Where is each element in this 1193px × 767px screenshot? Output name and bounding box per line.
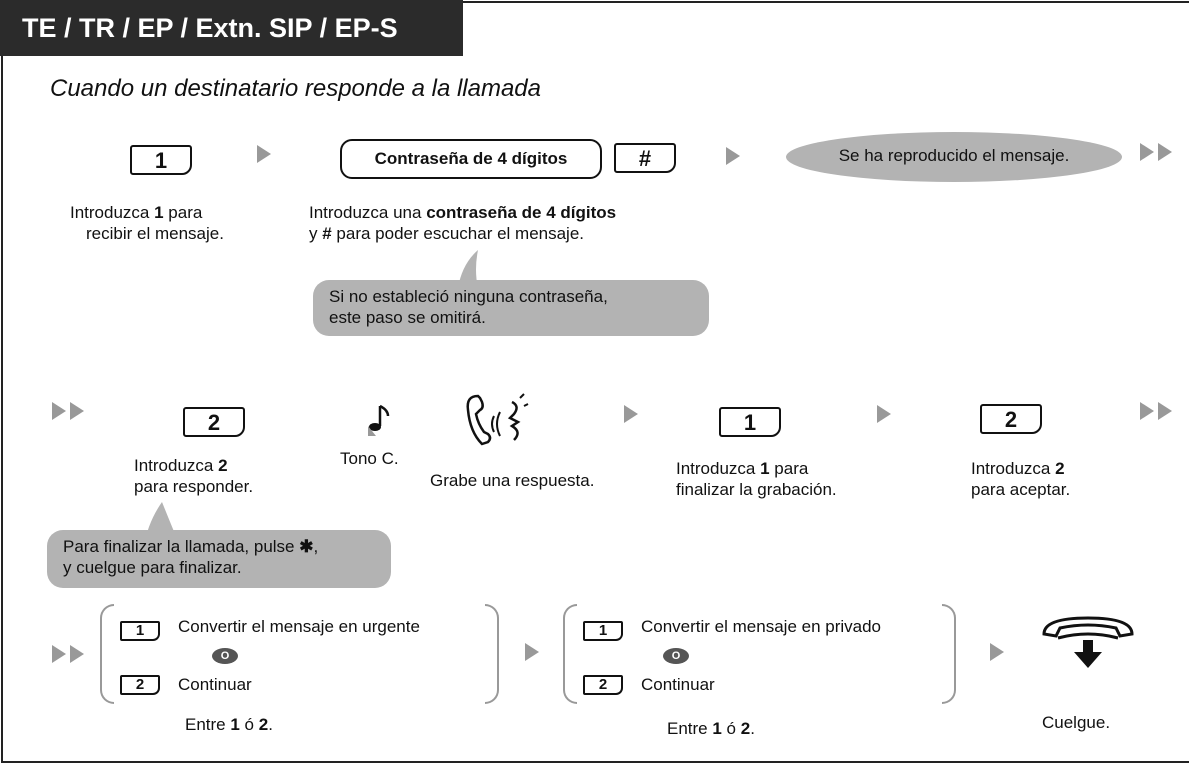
tone-text: Tono C.: [340, 449, 399, 468]
option-group-bracket: [563, 604, 577, 704]
or-badge: O: [663, 648, 689, 664]
double-arrow-icon: [52, 645, 66, 663]
key-1: 1: [130, 145, 192, 175]
enter-choice-text: Entre 1 ó 2.: [667, 719, 755, 738]
option-private-text: Convertir el mensaje en privado: [641, 617, 882, 636]
key-2-accept: 2: [980, 404, 1042, 434]
callout-pointer: [458, 250, 478, 288]
arrow-icon: [990, 643, 1004, 661]
key-1-small: 1: [583, 621, 623, 641]
message-played-bubble: Se ha reproducido el mensaje.: [786, 132, 1122, 182]
hang-up-icon: [1042, 616, 1134, 668]
double-arrow-icon: [70, 645, 84, 663]
double-arrow-icon: [1140, 143, 1154, 161]
step-enter-1-text: Introduzca 1 para recibir el mensaje.: [70, 203, 224, 243]
option-continue-text: Continuar: [641, 675, 715, 694]
double-arrow-icon: [70, 402, 84, 420]
key-2-small: 2: [583, 675, 623, 695]
step-password-text: Introduzca una contraseña de 4 dígitos y…: [309, 203, 617, 243]
step-finish-text: Introduzca 1 para finalizar la grabación…: [676, 459, 837, 499]
key-2: 2: [183, 407, 245, 437]
key-1-small: 1: [120, 621, 160, 641]
arrow-icon: [726, 147, 740, 165]
page-title: TE / TR / EP / Extn. SIP / EP-S: [0, 0, 463, 56]
double-arrow-icon: [52, 402, 66, 420]
end-call-note-callout: Para finalizar la llamada, pulse ✱, y cu…: [47, 530, 391, 588]
record-text: Grabe una respuesta.: [430, 471, 595, 490]
option-group-bracket: [942, 604, 956, 704]
password-note-callout: Si no estableció ninguna contraseña,este…: [313, 280, 709, 336]
key-1-finish: 1: [719, 407, 781, 437]
step-answer-text: Introduzca 2 para responder.: [134, 456, 254, 496]
key-hash: #: [614, 143, 676, 173]
or-badge: O: [212, 648, 238, 664]
option-group-bracket: [100, 604, 114, 704]
hang-up-text: Cuelgue.: [1042, 713, 1111, 732]
password-box: Contraseña de 4 dígitos: [340, 139, 602, 179]
option-group-bracket: [485, 604, 499, 704]
star-icon: ✱: [299, 537, 314, 556]
key-2-small: 2: [120, 675, 160, 695]
record-speaking-icon: [466, 393, 529, 446]
subtitle: Cuando un destinatario responde a la lla…: [50, 75, 542, 102]
arrow-icon: [257, 145, 271, 163]
arrow-icon: [525, 643, 539, 661]
double-arrow-icon: [1158, 143, 1172, 161]
tone-icon: [368, 404, 390, 436]
arrow-icon: [624, 405, 638, 423]
double-arrow-icon: [1140, 402, 1154, 420]
double-arrow-icon: [1158, 402, 1172, 420]
step-accept-text: Introduzca 2 para aceptar.: [971, 459, 1071, 499]
arrow-icon: [877, 405, 891, 423]
enter-choice-text: Entre 1 ó 2.: [185, 715, 273, 734]
option-continue-text: Continuar: [178, 675, 252, 694]
option-urgent-text: Convertir el mensaje en urgente: [178, 617, 420, 636]
